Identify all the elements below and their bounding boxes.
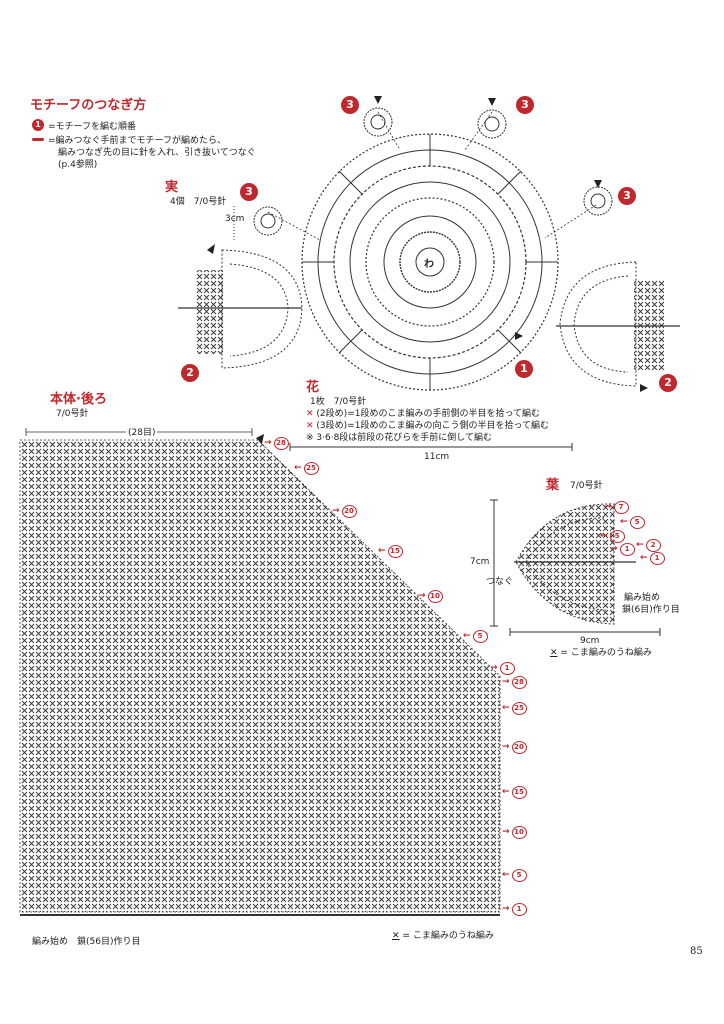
body-symbol-note-text: = こま編みのうね編み [402,931,494,941]
body-row-marker: →1 [490,662,515,675]
body-row-marker: →20 [502,741,527,754]
leaf-row-marker: ←5 [600,530,625,543]
body-title: 本体·後ろ [50,392,107,407]
leaf-badge-icon: 2 [181,364,199,382]
legend-join-text-a: =編みつなぐ手前までモチーフが編めたら、 [48,136,227,146]
body-row-marker: →28 [264,437,289,450]
body-detail: 7/0号針 [56,409,89,419]
body-row-marker: →28 [502,676,527,689]
leaf-row-marker: →7 [604,501,629,514]
flower-size-line [289,443,573,451]
legend-join-text-b: 編みつなぎ先の目に針を入れ、引き抜いてつなぐ [58,148,256,158]
leaf-start-label-a: 編み始め [624,593,661,603]
flower-note-2-text: (3段め)=1段めのこま編みの向こう側の半目を拾って編む [316,421,549,431]
flower-note-1-text: (2段め)=1段めのこま編みの手前側の半目を拾って編む [316,409,540,419]
body-row-marker: ←25 [502,702,527,715]
fruit-title: 実 [165,180,179,195]
order-badge-icon: 1 [32,119,44,131]
body-symbol-note: ✕ = こま編みのうね編み [392,928,494,941]
leaf-badge-icon: 2 [659,374,677,392]
fruit-badge-icon: 3 [240,183,258,201]
flower-center-label: わ [424,259,434,270]
fruit-badge-icon: 3 [618,187,636,205]
fruit-size: 3cm [225,214,245,224]
leaf-detail: 7/0号針 [570,481,603,491]
leaf-row-marker: ←2 [636,539,661,552]
leaf-left [178,249,303,369]
leaf-row-marker: ←1 [640,552,665,565]
fruit-motifs [233,107,613,242]
legend-order-text: =モチーフを編む順番 [48,122,137,132]
legend-join-text-c: (p.4参照) [58,160,98,170]
body-row-marker: →10 [502,826,527,839]
body-start-label: 編み始め 鎖(56目)作り目 [32,937,141,947]
body-row-marker: →10 [418,590,443,603]
joining-title: モチーフのつなぎ方 [30,98,147,113]
leaf-row-marker: →1 [610,543,635,556]
leaf-row-marker: ←5 [620,516,645,529]
body-top-count: (28目) [126,425,158,438]
leaf-join-label: つなぐ [486,577,514,587]
body-back-chart [19,428,501,916]
fruit-detail: 4個 7/0号針 [170,197,227,207]
body-row-marker: ←15 [502,786,527,799]
leaf-right [556,261,680,387]
x-stitch-icon: ✕ [306,421,314,431]
x-stitch-icon: ✕ [392,931,400,941]
flower-badge-icon: 1 [515,360,533,378]
join-mark-icon [32,138,44,141]
leaf-symbol-note-text: = こま編みのうね編み [560,648,652,658]
flower-note-3: ※ 3·6·8段は前段の花びらを手前に倒して編む [306,433,493,443]
body-row-marker: ←5 [502,869,527,882]
leaf-height: 7cm [470,557,490,567]
body-row-marker: ←15 [378,545,403,558]
body-row-marker: ←5 [463,630,488,643]
x-stitch-icon: ✕ [550,648,558,658]
flower-note-1: ✕ (2段め)=1段めのこま編みの手前側の半目を拾って編む [306,406,540,419]
flower-detail: 1枚 7/0号針 [310,397,367,407]
leaf-title: 葉 [546,478,560,493]
leaf-width: 9cm [580,636,600,646]
body-row-marker: ←25 [294,462,319,475]
flower-note-2: ✕ (3段め)=1段めのこま編みの向こう側の半目を拾って編む [306,418,549,431]
flower-size: 11cm [424,452,450,462]
flower-title: 花 [306,380,320,395]
body-row-marker: →20 [332,505,357,518]
leaf-start-label-b: 鎖(6目)作り目 [622,605,680,615]
leaf-chart [490,499,661,636]
flower-motif [267,111,597,391]
fruit-badge-icon: 3 [341,96,359,114]
x-stitch-icon: ✕ [306,409,314,419]
fruit-badge-icon: 3 [516,96,534,114]
body-row-marker: →1 [502,903,527,916]
leaf-symbol-note: ✕ = こま編みのうね編み [550,645,652,658]
page-number: 85 [690,946,703,957]
